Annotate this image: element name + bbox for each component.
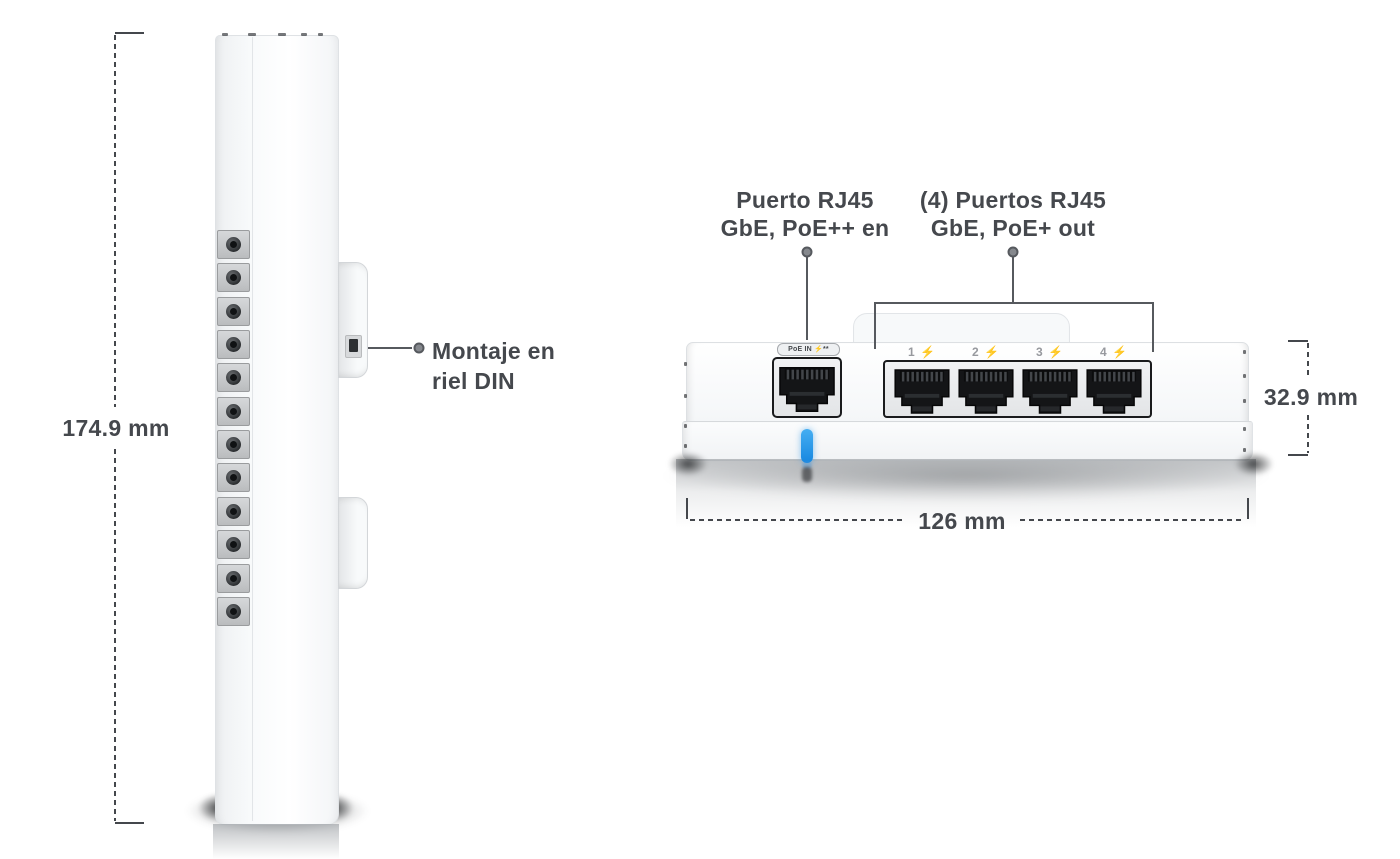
port-4-label: 4 ⚡: [1100, 345, 1128, 359]
port-2-label: 2 ⚡: [972, 345, 1000, 359]
height-dimension-label: 174.9 mm: [62, 415, 170, 441]
side-view-panel-seam: [252, 37, 253, 821]
top-vent-slot: [248, 33, 256, 36]
depth-dimension-label: 32.9 mm: [1263, 384, 1359, 410]
status-led-reflection: [802, 461, 812, 469]
side-screw-block: [217, 497, 250, 526]
front-shadow-blob-right: [1234, 452, 1274, 476]
poe-out-callout-bracket: [874, 246, 1154, 352]
edge-vent-tick: [1243, 399, 1246, 403]
side-screw-block: [217, 430, 250, 459]
poe-in-callout-line2: GbE, PoE++ en: [720, 215, 890, 241]
side-screw-block: [217, 330, 250, 359]
width-dimension-label: 126 mm: [918, 508, 1006, 534]
side-screw-block: [217, 463, 250, 492]
din-rail-latch-slot: [349, 339, 358, 352]
side-screw-block: [217, 230, 250, 259]
side-screw-block: [217, 297, 250, 326]
din-rail-clip-top: [338, 262, 368, 378]
height-dimension-bracket: [114, 32, 144, 824]
poe-out-callout-line1: (4) Puertos RJ45: [919, 187, 1107, 213]
top-vent-slot: [318, 33, 323, 36]
depth-dimension-bracket: [1288, 340, 1309, 456]
edge-vent-tick: [684, 444, 687, 448]
edge-vent-tick: [684, 394, 687, 398]
din-rail-callout-line1: Montaje en: [432, 338, 556, 364]
top-vent-slot: [278, 33, 286, 36]
edge-vent-tick: [1243, 374, 1246, 378]
din-rail-callout-label: Montaje en riel DIN: [432, 336, 555, 396]
poe-in-badge: PoE IN ⚡**: [777, 343, 840, 356]
edge-vent-tick: [684, 424, 687, 428]
status-led-shadow: [802, 467, 812, 482]
poe-out-callout-line2: GbE, PoE+ out: [930, 215, 1096, 241]
side-screw-block: [217, 263, 250, 292]
edge-vent-tick: [684, 362, 687, 366]
side-screw-block: [217, 564, 250, 593]
device-front-base: [682, 421, 1253, 461]
edge-vent-tick: [1243, 427, 1246, 431]
port-1-label: 1 ⚡: [908, 345, 936, 359]
port-3-label: 3 ⚡: [1036, 345, 1064, 359]
status-led: [801, 429, 813, 463]
din-rail-callout-line2: riel DIN: [432, 368, 515, 394]
side-screw-block: [217, 363, 250, 392]
width-dimension-bracket: [686, 498, 1249, 521]
poe-in-callout-line: [801, 246, 813, 340]
poe-out-callout-label: (4) Puertos RJ45 GbE, PoE+ out: [903, 186, 1123, 242]
edge-vent-tick: [1243, 448, 1246, 452]
edge-vent-tick: [1243, 350, 1246, 354]
poe-in-callout-label: Puerto RJ45 GbE, PoE++ en: [695, 186, 915, 242]
front-shadow-blob-left: [668, 452, 708, 476]
side-view-reflection: [213, 824, 339, 859]
side-screw-block: [217, 597, 250, 626]
din-rail-clip-bottom: [338, 497, 368, 589]
side-screw-block: [217, 397, 250, 426]
din-rail-callout-line: [368, 342, 425, 354]
top-vent-slot: [301, 33, 307, 36]
top-vent-slot: [222, 33, 228, 36]
poe-in-callout-line1: Puerto RJ45: [736, 187, 874, 213]
side-screw-block: [217, 530, 250, 559]
